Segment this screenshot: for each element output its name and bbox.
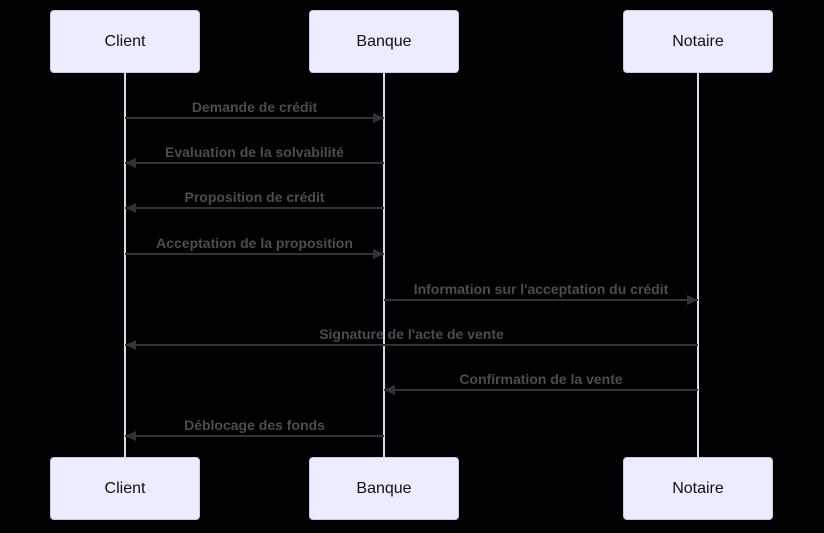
message-banque-to-client: Déblocage des fonds <box>125 415 384 441</box>
message-line <box>125 344 698 346</box>
message-label: Acceptation de la proposition <box>156 235 353 251</box>
message-banque-to-client: Evaluation de la solvabilité <box>125 142 384 168</box>
message-notaire-to-client: Signature de l'acte de vente <box>125 324 698 350</box>
arrowhead-icon <box>125 203 136 213</box>
arrowhead-icon <box>125 340 136 350</box>
message-banque-to-client: Proposition de crédit <box>125 187 384 213</box>
actor-box-banque-top: Banque <box>309 10 459 73</box>
message-label: Déblocage des fonds <box>184 417 325 433</box>
actor-label: Banque <box>356 32 412 50</box>
actor-label: Client <box>104 32 146 50</box>
arrowhead-icon <box>373 249 384 259</box>
actor-box-notaire-bottom: Notaire <box>623 457 773 520</box>
arrowhead-icon <box>125 158 136 168</box>
message-banque-to-notaire: Information sur l'acceptation du crédit <box>384 279 698 305</box>
message-label: Signature de l'acte de vente <box>319 326 504 342</box>
actor-box-client-bottom: Client <box>50 457 200 520</box>
message-label: Confirmation de la vente <box>459 371 623 387</box>
arrowhead-icon <box>384 385 395 395</box>
arrowhead-icon <box>125 431 136 441</box>
lifeline-notaire <box>697 73 699 458</box>
message-label: Evaluation de la solvabilité <box>165 144 344 160</box>
actor-label: Notaire <box>672 32 724 50</box>
message-client-to-banque: Acceptation de la proposition <box>125 233 384 259</box>
message-notaire-to-banque: Confirmation de la vente <box>384 369 698 395</box>
actor-label: Banque <box>356 479 412 497</box>
message-line <box>384 299 698 301</box>
actor-label: Notaire <box>672 479 724 497</box>
message-line <box>125 162 384 164</box>
message-line <box>125 207 384 209</box>
arrowhead-icon <box>687 295 698 305</box>
message-line <box>125 435 384 437</box>
lifeline-client <box>124 73 126 458</box>
lifeline-banque <box>383 73 385 458</box>
message-client-to-banque: Demande de crédit <box>125 97 384 123</box>
message-line <box>125 253 384 255</box>
actor-label: Client <box>104 479 146 497</box>
message-label: Proposition de crédit <box>184 189 325 205</box>
message-label: Demande de crédit <box>191 99 318 115</box>
message-label: Information sur l'acceptation du crédit <box>413 281 669 297</box>
actor-box-notaire-top: Notaire <box>623 10 773 73</box>
actor-box-banque-bottom: Banque <box>309 457 459 520</box>
message-line <box>125 117 384 119</box>
message-line <box>384 389 698 391</box>
actor-box-client-top: Client <box>50 10 200 73</box>
arrowhead-icon <box>373 113 384 123</box>
